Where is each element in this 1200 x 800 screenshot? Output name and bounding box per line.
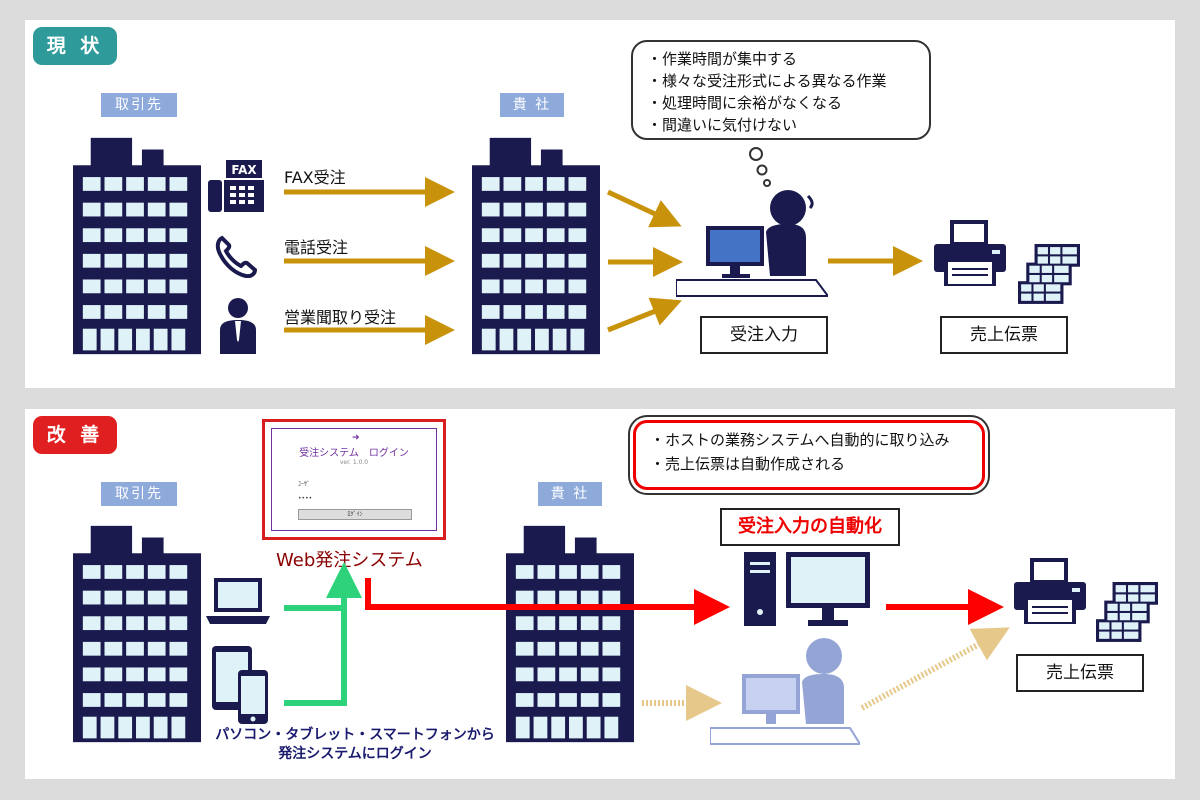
salesperson-icon <box>220 298 256 354</box>
host-computer-icon <box>744 552 870 626</box>
client-label: 取引先 <box>101 93 177 117</box>
login-title: 受注システム ログイン <box>299 448 409 459</box>
tablet-smartphone-icon <box>212 646 268 724</box>
merge-arrow-3 <box>607 297 682 333</box>
faded-arrow-to-printer <box>860 627 1010 711</box>
login-user-field[interactable]: ﾕｰｻﾞ <box>298 481 311 488</box>
printer-icon <box>930 218 1010 288</box>
green-arrow-laptop <box>284 562 362 611</box>
svg-text:FAX: FAX <box>231 163 257 177</box>
phone-icon <box>215 235 258 278</box>
current-state-badge: 現 状 <box>33 27 117 65</box>
problem-line-3: ・処理時間に余裕がなくなる <box>647 94 843 112</box>
improvement-bubble: ・ホストの業務システムへ自動的に取り込み ・売上伝票は自動作成される <box>633 420 985 490</box>
problem-line-2: ・様々な受注形式による異なる作業 <box>647 72 887 90</box>
fax-order-label: FAX受注 <box>284 168 346 187</box>
order-entry-label: 受注入力 <box>700 316 828 354</box>
device-caption-line-2: 発注システムにログイン <box>278 746 432 762</box>
faded-worker-icon <box>710 638 860 745</box>
current-flow-arrows <box>284 147 923 345</box>
fax-icon: FAX <box>208 160 264 212</box>
login-icon: ➜ <box>352 433 360 443</box>
problem-line-1: ・作業時間が集中する <box>647 50 798 68</box>
laptop-icon <box>206 578 270 624</box>
improved-flow-arrows <box>284 562 1010 721</box>
login-password-field[interactable]: •••• <box>298 495 313 502</box>
slips-icon <box>1096 582 1158 644</box>
slips-icon <box>1018 244 1080 306</box>
red-arrow-to-host <box>365 578 730 625</box>
sales-slip-label: 売上伝票 <box>940 316 1068 354</box>
worker-at-computer-icon <box>676 190 828 297</box>
sales-slip-label: 売上伝票 <box>1016 654 1144 692</box>
improvement-badge: 改 善 <box>33 416 117 454</box>
web-login-screenshot: ➜ 受注システム ログイン ver. 1.0.0 ﾕｰｻﾞ •••• ﾛｸﾞｲﾝ <box>262 419 446 540</box>
improvement-line-2: ・売上伝票は自動作成される <box>650 455 846 473</box>
device-caption-line-1: パソコン・タブレット・スマートフォンから <box>215 727 495 743</box>
device-login-caption: パソコン・タブレット・スマートフォンから 発注システムにログイン <box>196 726 514 764</box>
company-label: 貴 社 <box>538 482 602 506</box>
sales-order-label: 営業聞取り受注 <box>284 308 397 327</box>
client-label: 取引先 <box>101 482 177 506</box>
improvement-line-1: ・ホストの業務システムへ自動的に取り込み <box>650 431 950 449</box>
automation-label: 受注入力の自動化 <box>720 508 900 546</box>
phone-order-label: 電話受注 <box>284 238 349 257</box>
problem-line-4: ・間違いに気付けない <box>647 116 798 134</box>
login-subtitle: ver. 1.0.0 <box>339 459 369 466</box>
printer-icon <box>1010 556 1090 626</box>
merge-arrow-1 <box>606 189 682 228</box>
web-order-system-label: Web発注システム <box>276 550 423 571</box>
login-button[interactable]: ﾛｸﾞｲﾝ <box>298 509 412 520</box>
green-arrow-tablet <box>284 608 347 706</box>
problem-thought-bubble: ・作業時間が集中する ・様々な受注形式による異なる作業 ・処理時間に余裕がなくな… <box>631 40 931 140</box>
company-label: 貴 社 <box>500 93 564 117</box>
